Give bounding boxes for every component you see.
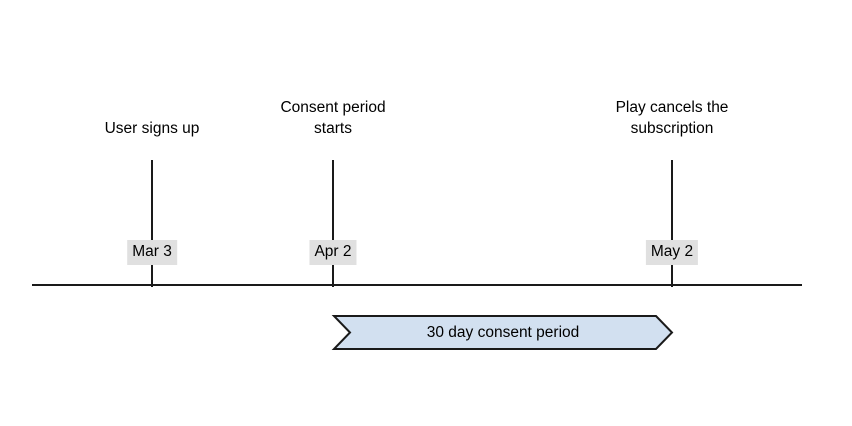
consent-period-banner: 30 day consent period (333, 315, 673, 350)
chevron-arrow-shape (333, 315, 673, 350)
event-caption-consent-period-starts: Consent period starts (280, 99, 386, 137)
timeline-axis (32, 284, 802, 286)
event-date-badge-apr-2: Apr 2 (309, 240, 357, 265)
event-stem-play-cancels-subscription (671, 160, 673, 287)
event-stem-consent-period-starts (332, 160, 334, 287)
event-date-badge-mar-3: Mar 3 (127, 240, 177, 265)
event-stem-user-signs-up (151, 160, 153, 287)
event-caption-play-cancels-subscription: Play cancels the subscription (615, 99, 729, 137)
event-date-badge-may-2: May 2 (645, 240, 699, 265)
event-caption-user-signs-up: User signs up (104, 120, 200, 137)
